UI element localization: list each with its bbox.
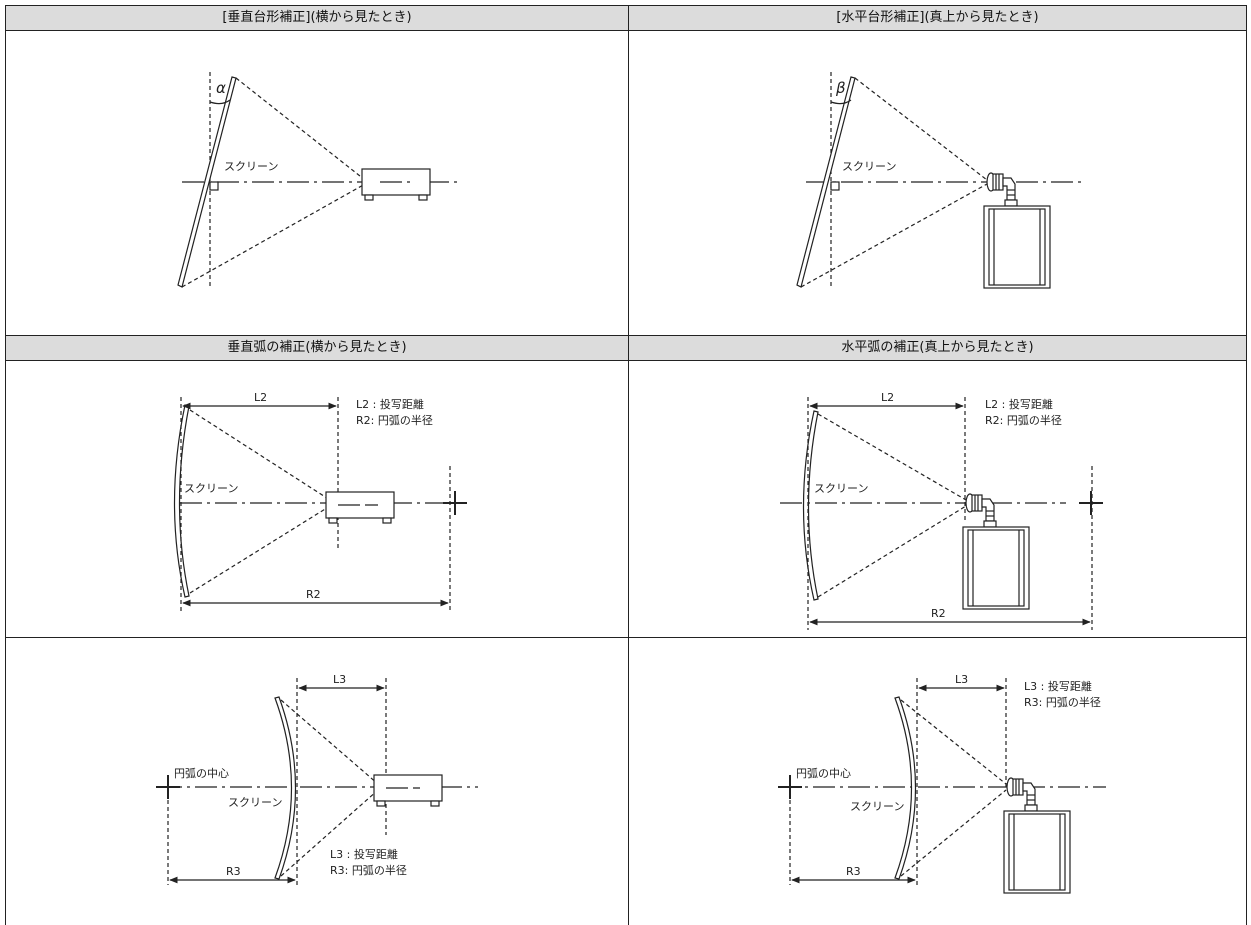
screen-label: スクリーン	[224, 160, 278, 173]
r2-legend: R2: 円弧の半径	[356, 413, 433, 427]
angle-arc	[209, 99, 231, 105]
screen-label: スクリーン	[850, 800, 904, 813]
screen-label: スクリーン	[842, 160, 896, 173]
right-angle-mark	[830, 181, 840, 191]
projection-ray-bottom	[817, 505, 967, 598]
projection-ray-top	[900, 699, 1007, 785]
r2-legend: R2: 円弧の半径	[985, 413, 1062, 427]
curved-screen	[894, 696, 917, 880]
projection-ray-top	[817, 413, 967, 501]
projection-ray-bottom	[189, 505, 331, 594]
row-divider-1	[5, 335, 1246, 336]
curved-screen	[274, 696, 297, 880]
projection-ray-bottom	[800, 183, 988, 288]
beta-label: β	[835, 79, 846, 97]
l3-legend: L3 : 投写距離	[1024, 679, 1092, 693]
table-center-divider	[628, 5, 629, 925]
header-vertical-arc: 垂直弧の補正(横から見たとき)	[6, 336, 628, 361]
projector-icon	[373, 774, 443, 807]
screen-label: スクリーン	[814, 482, 868, 495]
right-angle-mark	[209, 181, 219, 191]
screen-label: スクリーン	[184, 482, 238, 495]
r2-label: R2	[306, 588, 321, 601]
panel-vertical-arc	[173, 397, 467, 612]
angle-arc	[830, 99, 852, 105]
projector-icon	[1003, 777, 1071, 894]
projector-icon	[325, 491, 395, 524]
arc-center-label: 円弧の中心	[174, 766, 229, 780]
table-top-border	[5, 5, 1246, 6]
projector-icon	[361, 168, 431, 201]
panel-convex-arc-side	[156, 678, 478, 885]
panel-vertical-keystone	[177, 72, 460, 288]
projector-icon	[983, 172, 1051, 289]
panel-horizontal-arc	[780, 397, 1103, 630]
table-right-border	[1246, 5, 1247, 925]
l3-legend: L3 : 投写距離	[330, 847, 398, 861]
projection-ray-top	[280, 699, 379, 785]
r3-legend: R3: 円弧の半径	[1024, 695, 1101, 709]
table-left-border	[5, 5, 6, 925]
r3-label: R3	[846, 865, 861, 878]
l2-legend: L2 : 投写距離	[356, 397, 424, 411]
projection-ray-bottom	[280, 789, 379, 877]
row-divider-2	[5, 637, 1246, 638]
projection-ray-bottom	[900, 789, 1007, 877]
header-horizontal-arc: 水平弧の補正(真上から見たとき)	[629, 336, 1246, 361]
l2-label: L2	[881, 391, 894, 404]
r2-label: R2	[931, 607, 946, 620]
l3-label: L3	[333, 673, 346, 686]
panel-convex-arc-top	[778, 678, 1106, 894]
header-horizontal-keystone: [水平台形補正](真上から見たとき)	[629, 6, 1246, 31]
curved-screen	[173, 404, 190, 598]
arc-center-label: 円弧の中心	[796, 766, 851, 780]
screen-label: スクリーン	[228, 796, 282, 809]
curved-screen	[802, 410, 819, 601]
alpha-label: α	[216, 79, 226, 97]
l2-label: L2	[254, 391, 267, 404]
l3-label: L3	[955, 673, 968, 686]
r3-label: R3	[226, 865, 241, 878]
panel-horizontal-keystone	[796, 72, 1086, 289]
l2-legend: L2 : 投写距離	[985, 397, 1053, 411]
r3-legend: R3: 円弧の半径	[330, 863, 407, 877]
projector-icon	[962, 493, 1030, 610]
header-vertical-keystone: [垂直台形補正](横から見たとき)	[6, 6, 628, 31]
